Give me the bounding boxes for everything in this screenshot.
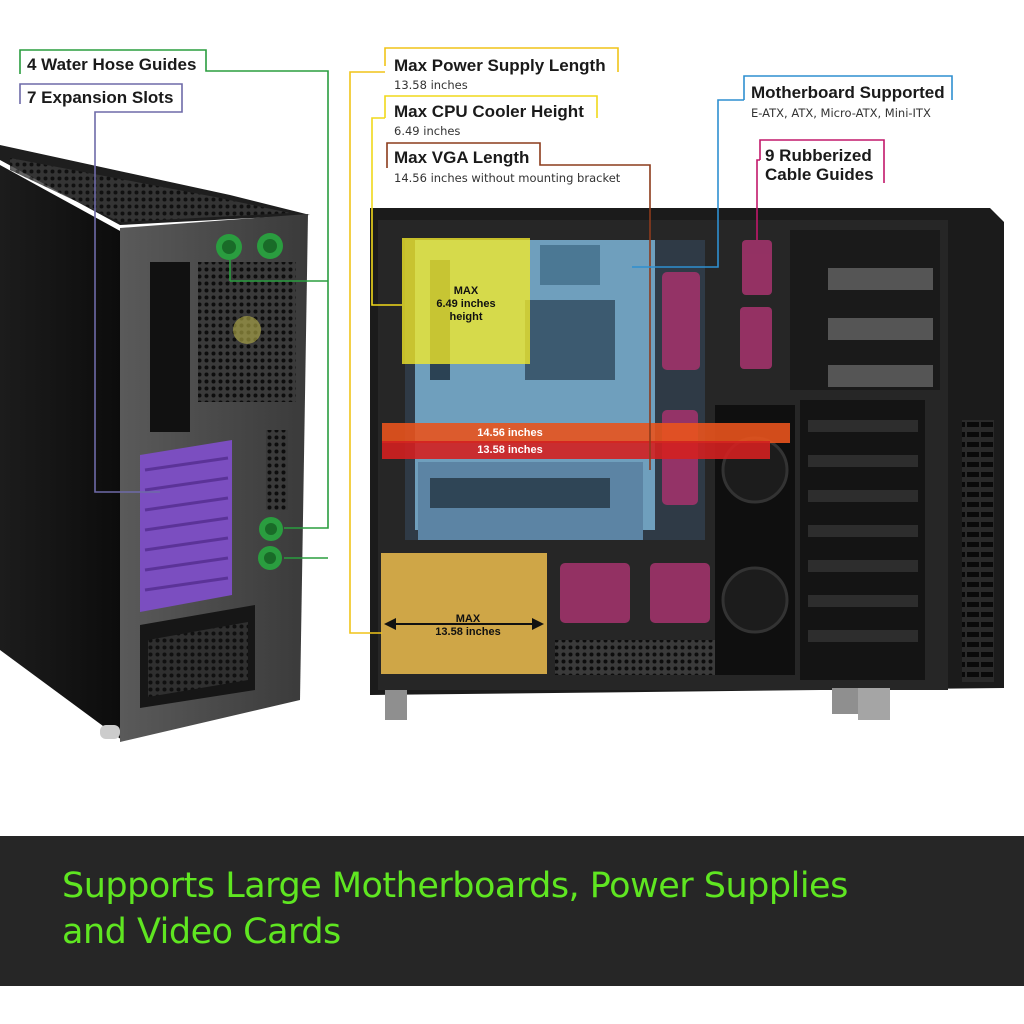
banner-headline-line1: Supports Large Motherboards, Power Suppl… (62, 866, 848, 906)
water-hose-guides-label: 4 Water Hose Guides (27, 55, 197, 74)
cpu-cooler-height-label: Max CPU Cooler Height (394, 102, 584, 121)
cable-guides-label-line1: 9 Rubberized (765, 146, 872, 165)
psu-length-label: Max Power Supply Length (394, 56, 606, 75)
cpu-overlay-text: MAX 6.49 inches height (420, 285, 512, 324)
banner (0, 836, 1024, 986)
motherboard-supported-label: Motherboard Supported (751, 83, 945, 102)
cable-guides-label-line2: Cable Guides (765, 165, 874, 184)
cpu-overlay-line1: MAX (453, 285, 479, 297)
psu-overlay-text: MAX 13.58 inches (420, 613, 516, 639)
cpu-cooler-height-value: 6.49 inches (394, 124, 461, 138)
psu-overlay-line1: MAX (455, 613, 481, 625)
banner-headline-line2: and Video Cards (62, 912, 341, 952)
psu-length-value: 13.58 inches (394, 78, 468, 92)
vga-bar-text: 14.56 inches (477, 427, 543, 439)
psu-bar-text: 13.58 inches (477, 444, 543, 456)
cpu-overlay-line3: height (449, 311, 483, 323)
psu-overlay-line2: 13.58 inches (435, 626, 501, 638)
vga-length-label: Max VGA Length (394, 148, 530, 167)
cpu-overlay-line2: 6.49 inches (436, 298, 496, 310)
expansion-slots-label: 7 Expansion Slots (27, 88, 174, 107)
motherboard-supported-value: E-ATX, ATX, Micro-ATX, Mini-ITX (751, 106, 931, 120)
vga-length-value: 14.56 inches without mounting bracket (394, 171, 621, 185)
